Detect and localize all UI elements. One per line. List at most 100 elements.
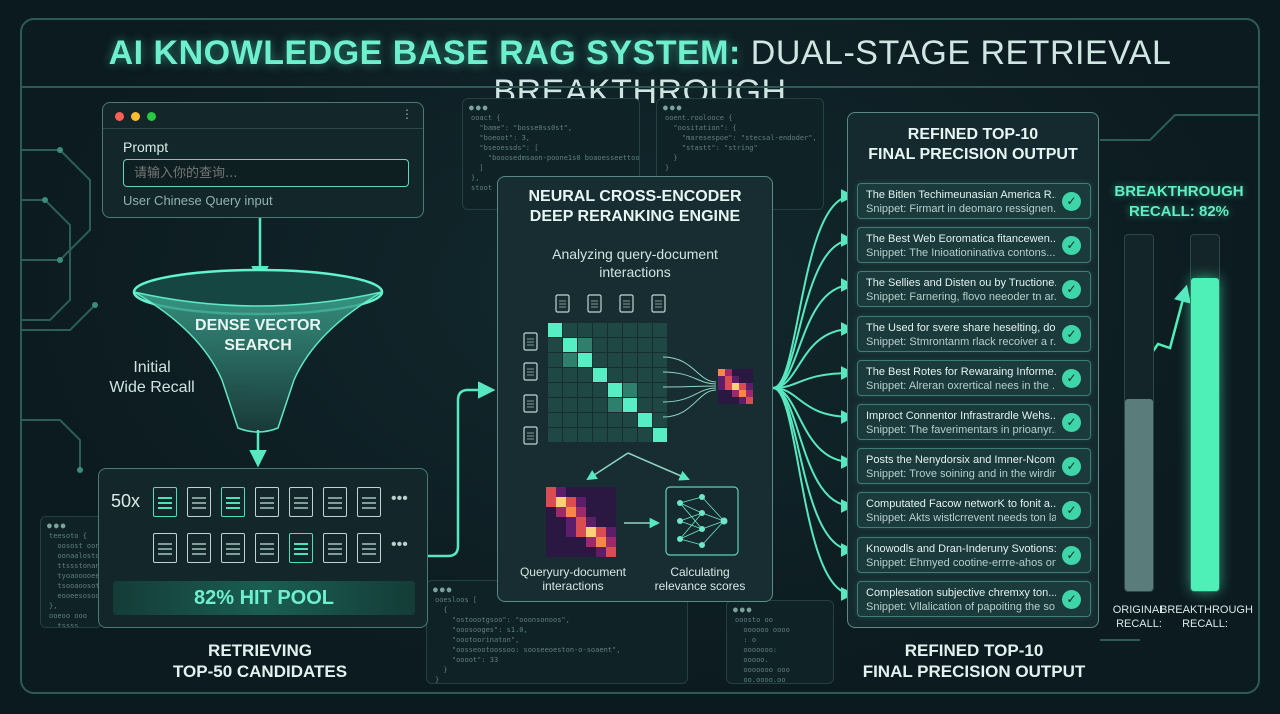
reranker-subtitle: Analyzing query-document interactions	[498, 245, 772, 281]
heatmap-cell	[732, 369, 739, 376]
heatmap-cell	[725, 369, 732, 376]
matrix-cell	[638, 323, 652, 337]
output-title-line1: REFINED TOP-10	[907, 126, 1039, 143]
heatmap-cell	[596, 497, 606, 507]
heatmap-cell	[746, 369, 753, 376]
output-caption: REFINED TOP-10 FINAL PRECISION OUTPUT	[848, 640, 1100, 682]
result-item[interactable]: Improct Connentor Infrastrardle Wehs... S…	[857, 404, 1091, 440]
breakthrough-title-line2: RECALL: 82%	[1128, 203, 1229, 220]
result-title: Complesation subjective chremxy ton...	[866, 586, 1056, 599]
check-icon: ✓	[1062, 192, 1081, 211]
reranker-title-line1: NEURAL CROSS-ENCODER	[528, 188, 742, 205]
matrix-cell	[638, 338, 652, 352]
result-snippet: Snippet: The faverimentars in prioanyr..…	[866, 424, 1056, 436]
heatmap-cell	[718, 390, 725, 397]
window-titlebar: ⋮	[103, 103, 423, 129]
heatmap-cell	[546, 507, 556, 517]
heatmap-cell	[586, 507, 596, 517]
matrix-cell	[548, 428, 562, 442]
matrix-cell	[638, 413, 652, 427]
close-dot-icon[interactable]	[115, 112, 124, 121]
funnel-label-line1: DENSE VECTOR	[195, 317, 321, 334]
breakthrough-title-line1: BREAKTHROUGH	[1114, 183, 1244, 200]
matrix-cell	[548, 383, 562, 397]
result-title: Posts the Nenydorsix and Imner-Ncom...	[866, 454, 1056, 467]
matrix-cell	[653, 353, 667, 367]
reranker-graphics	[523, 294, 753, 557]
heatmap-cell	[739, 376, 746, 383]
result-item[interactable]: Computated Facow networK to fonit a...Sn…	[857, 492, 1091, 529]
document-icon	[153, 533, 177, 563]
reranker-title-line2: DEEP RERANKING ENGINE	[529, 208, 741, 225]
maximize-dot-icon[interactable]	[147, 112, 156, 121]
matrix-cell	[623, 368, 637, 382]
result-item[interactable]: The Best Web Eoromatica fitancewen...Sni…	[857, 227, 1091, 264]
matrix-cell	[563, 338, 577, 352]
result-item[interactable]: The Sellies and Disten ou by Tructione..…	[857, 271, 1091, 308]
result-item[interactable]: Complesation subjective chremxy ton...Sn…	[857, 580, 1091, 617]
result-item[interactable]: Knowodls and Dran-Inderuny Svotions:...S…	[857, 536, 1091, 573]
result-item[interactable]: The Best Rotes for Rewaraing Informe...S…	[857, 359, 1091, 396]
heatmap-cell	[576, 527, 586, 537]
document-icon	[357, 533, 381, 563]
recall-bar-fill	[1191, 277, 1219, 591]
heatmap-cell	[606, 547, 616, 557]
matrix-cell	[653, 338, 667, 352]
recall-bar-label-line1: ORIGINAL	[1112, 604, 1166, 616]
result-item[interactable]: The Used for svere share heselting, do..…	[857, 315, 1091, 352]
reranker-subtitle-line2: interactions	[599, 264, 671, 280]
heatmap-cell	[586, 537, 596, 547]
interaction-caption-line1: Queryury-document	[519, 565, 627, 579]
result-item[interactable]: The Bitlen Techimeunasian America R...Sn…	[857, 183, 1091, 219]
matrix-cell	[623, 323, 637, 337]
heatmap-cell	[566, 537, 576, 547]
result-item[interactable]: Posts the Nenydorsix and Imner-Ncom...Sn…	[857, 448, 1091, 485]
heatmap-cell	[596, 537, 606, 547]
document-icon	[555, 294, 570, 313]
kebab-icon[interactable]: ⋮	[401, 107, 413, 121]
heatmap-cell	[576, 517, 586, 527]
matrix-cell	[593, 323, 607, 337]
document-icon	[255, 487, 279, 517]
matrix-cell	[548, 353, 562, 367]
matrix-cell	[593, 338, 607, 352]
matrix-cell	[638, 398, 652, 412]
candidate-count: 50x	[111, 491, 141, 511]
result-snippet: Snippet: Stmrontanm rlack recoiver a r..…	[866, 335, 1056, 348]
matrix-cell	[638, 353, 652, 367]
matrix-cell	[578, 323, 592, 337]
heatmap-cell	[739, 383, 746, 390]
query-window: ⋮ Prompt User Chinese Query input	[102, 102, 424, 218]
reranker-title: NEURAL CROSS-ENCODER DEEP RERANKING ENGI…	[498, 187, 772, 227]
matrix-cell	[563, 353, 577, 367]
result-title: Improct Connentor Infrastrardle Wehs...	[866, 410, 1056, 422]
matrix-cell	[593, 383, 607, 397]
matrix-cell	[593, 353, 607, 367]
heatmap-cell	[732, 390, 739, 397]
result-snippet: Snippet: Ehmyed cootine-errre-ahos on ..…	[866, 556, 1056, 569]
document-icon	[651, 294, 666, 313]
heatmap-cell	[596, 547, 606, 557]
interaction-matrix	[548, 323, 667, 442]
document-icon	[523, 426, 538, 445]
result-snippet: Snippet: Akts wistlcrrevent needs ton la…	[866, 512, 1056, 525]
matrix-cell	[653, 368, 667, 382]
heatmap-cell	[546, 487, 556, 497]
heatmap-cell	[732, 376, 739, 383]
matrix-cell	[563, 398, 577, 412]
document-icon	[187, 487, 211, 517]
recall-label-line2: Wide Recall	[109, 379, 195, 396]
matrix-cell	[578, 338, 592, 352]
query-input[interactable]	[123, 159, 409, 187]
check-icon: ✓	[1062, 324, 1081, 344]
minimize-dot-icon[interactable]	[131, 112, 140, 121]
result-snippet: Snippet: Firmart in deomaro ressignen...	[866, 203, 1056, 215]
reranker-subtitle-line1: Analyzing query-document	[552, 246, 718, 262]
fanout-arrows	[772, 189, 855, 601]
document-icon	[523, 362, 538, 381]
heatmap-cell	[556, 517, 566, 527]
result-title: The Used for svere share heselting, do..…	[866, 321, 1056, 334]
recall-bar-label-line2: RECALL:	[1182, 618, 1228, 630]
document-icon	[587, 294, 602, 313]
